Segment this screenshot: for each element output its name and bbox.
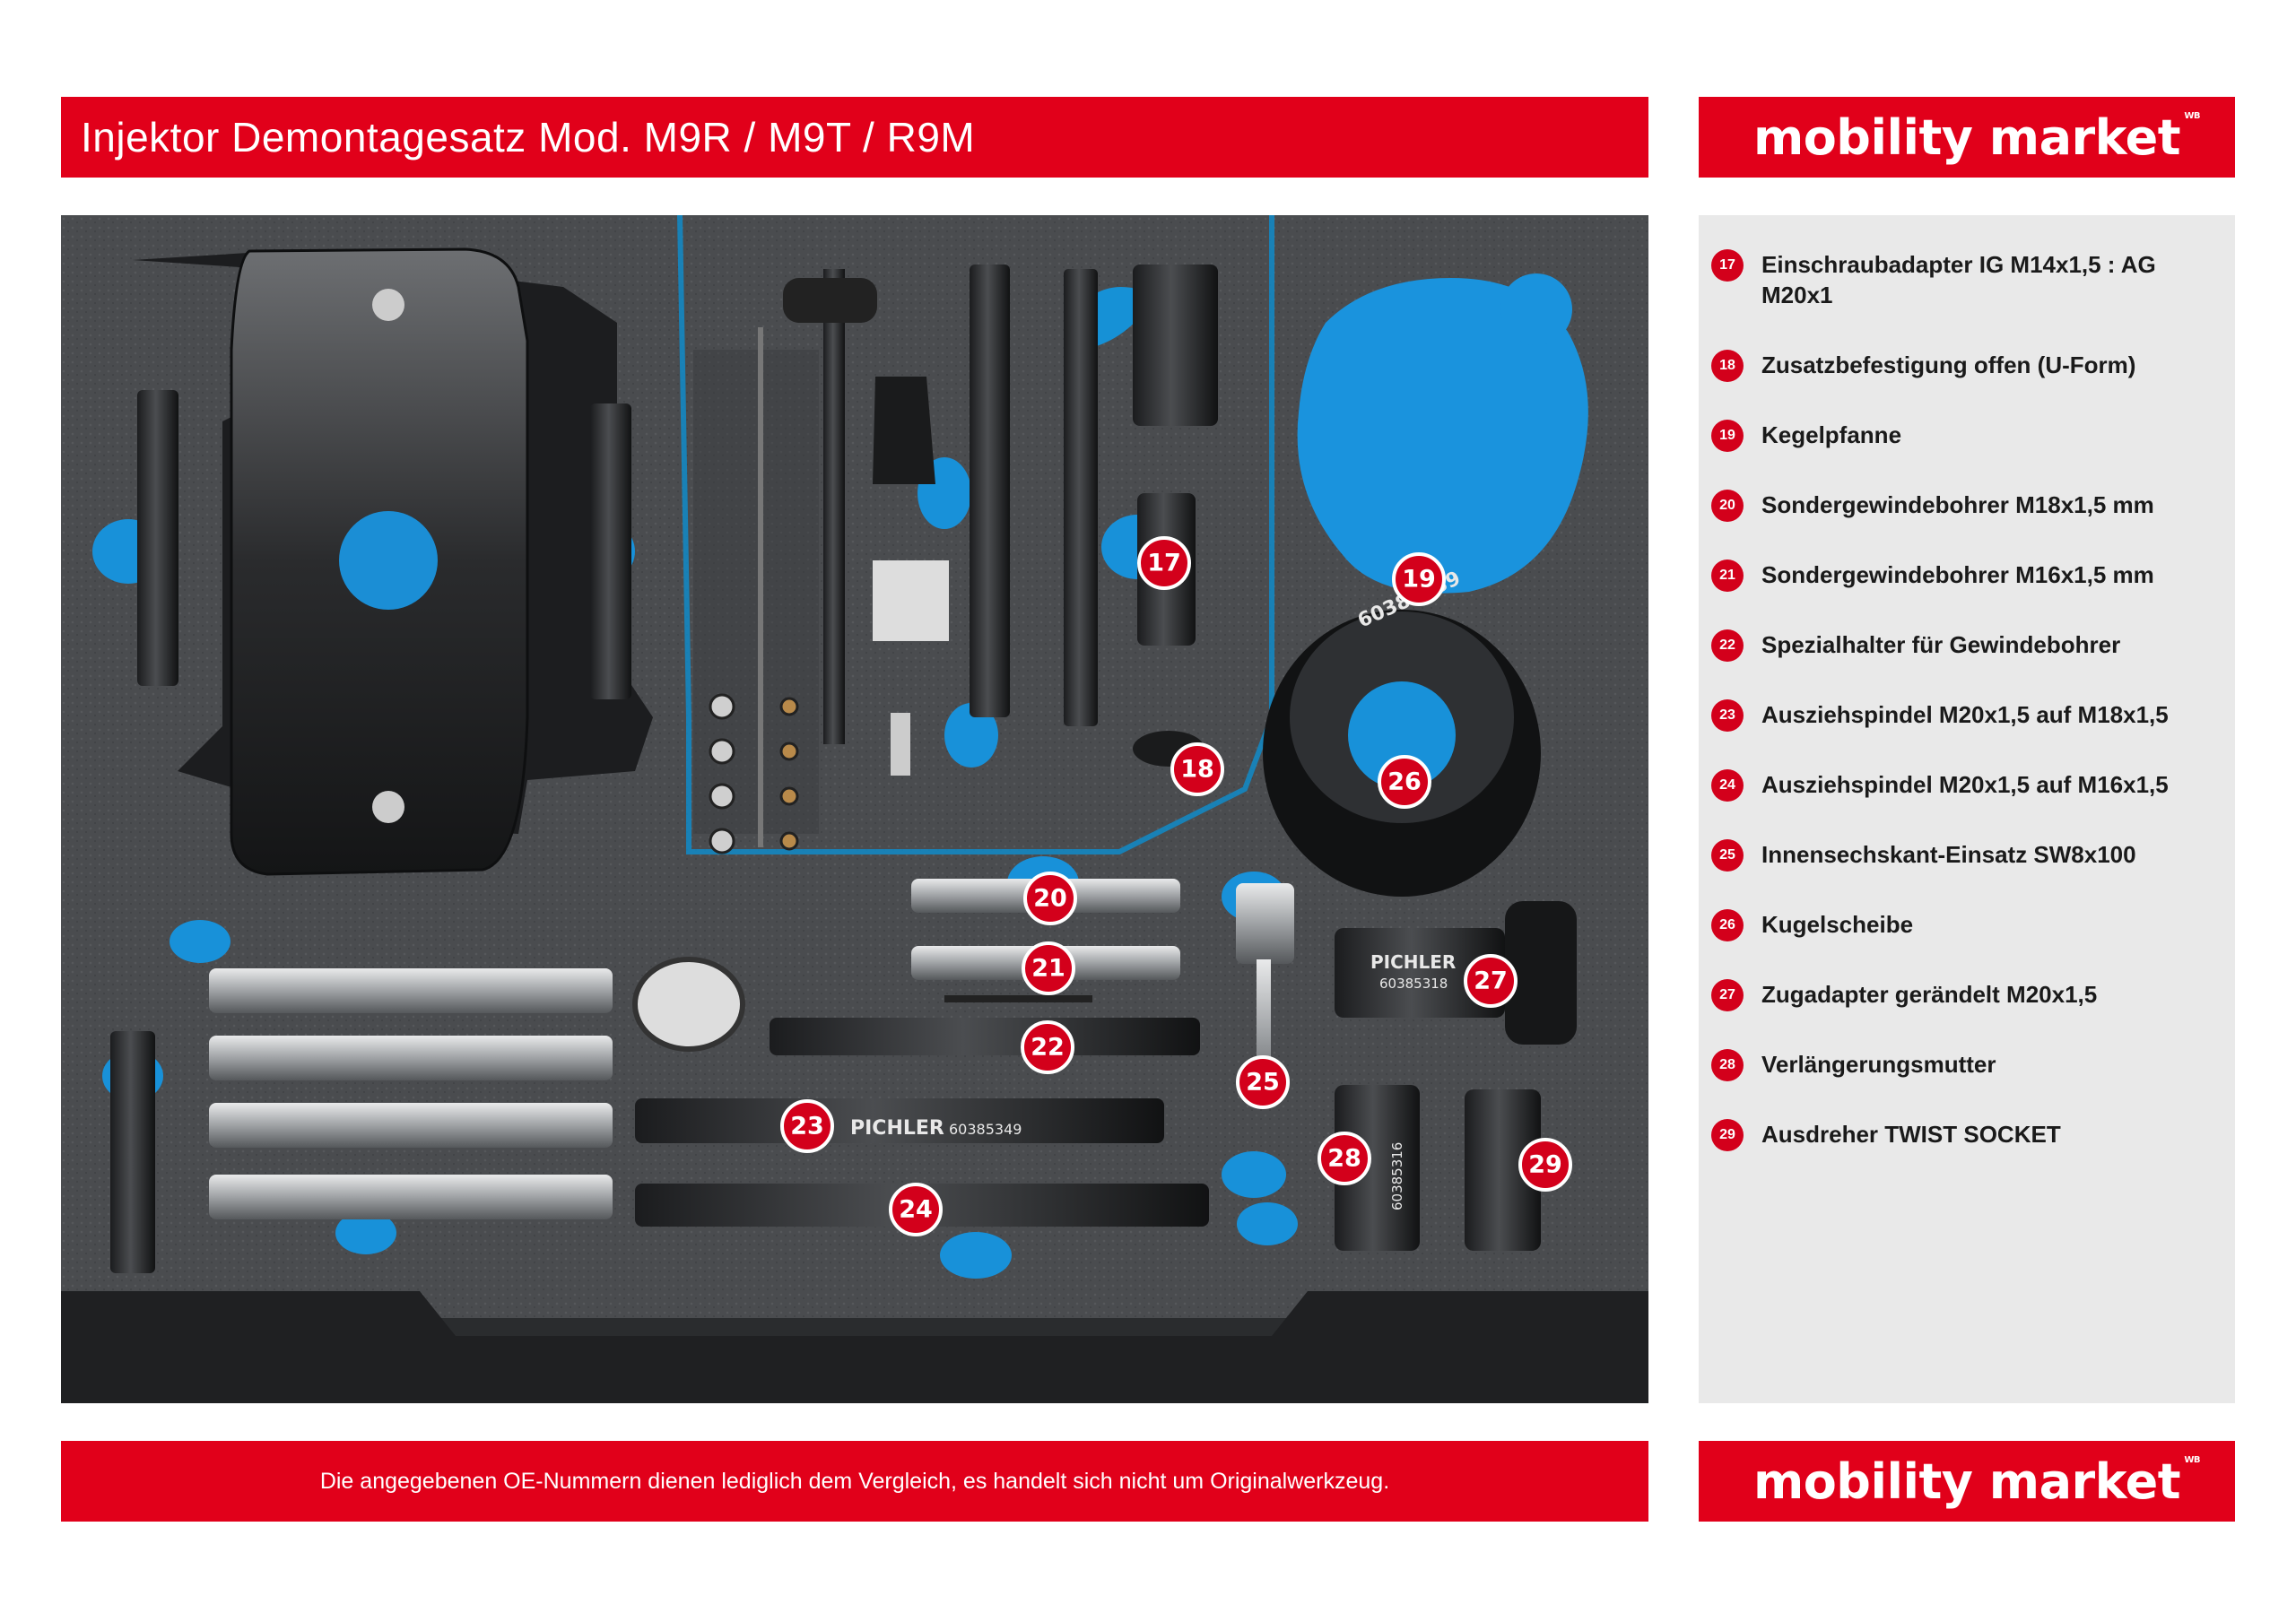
badge-29: 29: [1518, 1138, 1572, 1192]
legend-panel: 17 Einschraubadapter IG M14x1,5 : AG M20x…: [1699, 215, 2235, 1403]
brand-name: mobility market: [1752, 108, 2181, 166]
legend-item-29: 29 Ausdreher TWIST SOCKET: [1711, 1119, 2222, 1151]
engraving-brand-27: PICHLER: [1370, 951, 1456, 973]
legend-number: 19: [1711, 420, 1744, 452]
legend-text: Kugelscheibe: [1761, 911, 1914, 938]
legend-number: 23: [1711, 699, 1744, 732]
svg-text:22: 22: [1031, 1034, 1065, 1062]
badge-25: 25: [1236, 1055, 1290, 1109]
legend-text: Einschraubadapter IG M14x1,5 : AG M20x1: [1761, 251, 2156, 308]
badge-24: 24: [889, 1183, 943, 1236]
legend-text: Ausziehspindel M20x1,5 auf M18x1,5: [1761, 701, 2169, 728]
svg-text:20: 20: [1033, 885, 1067, 913]
legend-item-25: 25 Innensechskant-Einsatz SW8x100: [1711, 839, 2222, 872]
legend-number: 22: [1711, 629, 1744, 662]
engraving-brand-23: PICHLER: [850, 1117, 944, 1140]
legend-number: 21: [1711, 559, 1744, 592]
legend-item-26: 26 Kugelscheibe: [1711, 909, 2222, 941]
svg-text:29: 29: [1528, 1151, 1562, 1179]
badge-27: 27: [1464, 954, 1518, 1008]
legend-item-18: 18 Zusatzbefestigung offen (U-Form): [1711, 350, 2222, 382]
legend-item-19: 19 Kegelpfanne: [1711, 420, 2222, 452]
disclaimer-text: Die angegebenen OE-Nummern dienen ledigl…: [319, 1468, 1390, 1494]
svg-text:17: 17: [1147, 550, 1181, 577]
legend-number: 25: [1711, 839, 1744, 872]
svg-text:27: 27: [1474, 967, 1508, 995]
badge-18: 18: [1170, 742, 1224, 796]
footer-bar: Die angegebenen OE-Nummern dienen ledigl…: [61, 1441, 1648, 1522]
svg-text:24: 24: [899, 1196, 933, 1224]
legend-item-24: 24 Ausziehspindel M20x1,5 auf M16x1,5: [1711, 769, 2222, 802]
svg-text:19: 19: [1402, 566, 1436, 594]
legend-item-22: 22 Spezialhalter für Gewindebohrer: [1711, 629, 2222, 662]
badge-23: 23: [780, 1099, 834, 1153]
legend-text: Verlängerungsmutter: [1761, 1051, 1996, 1078]
svg-text:28: 28: [1327, 1145, 1361, 1173]
badge-28: 28: [1318, 1132, 1371, 1185]
brand-name: mobility market: [1752, 1453, 2181, 1510]
legend-item-23: 23 Ausziehspindel M20x1,5 auf M18x1,5: [1711, 699, 2222, 732]
badge-21: 21: [1022, 941, 1075, 995]
legend-text: Zugadapter gerändelt M20x1,5: [1761, 981, 2098, 1008]
legend-text: Ausdreher TWIST SOCKET: [1761, 1121, 2061, 1148]
tool-case-photo: 60385639 PICHLER 60385349 PICHLER 603853…: [61, 215, 1648, 1403]
legend-text: Kegelpfanne: [1761, 421, 1902, 448]
legend-number: 27: [1711, 979, 1744, 1011]
title-bar: Injektor Demontagesatz Mod. M9R / M9T / …: [61, 97, 1648, 178]
legend-item-28: 28 Verlängerungsmutter: [1711, 1049, 2222, 1081]
svg-text:18: 18: [1180, 756, 1214, 784]
engraving-28: 60385316: [1389, 1142, 1405, 1210]
legend-item-17: 17 Einschraubadapter IG M14x1,5 : AG M20x…: [1711, 249, 2222, 310]
tool-case-illustration: 60385639 PICHLER 60385349 PICHLER 603853…: [61, 215, 1648, 1403]
badge-20: 20: [1023, 872, 1077, 925]
brand-mark: WB: [2184, 1454, 2201, 1465]
legend-number: 24: [1711, 769, 1744, 802]
page-title: Injektor Demontagesatz Mod. M9R / M9T / …: [81, 114, 976, 160]
badge-19: 19: [1392, 552, 1446, 606]
legend-text: Spezialhalter für Gewindebohrer: [1761, 631, 2121, 658]
legend-item-27: 27 Zugadapter gerändelt M20x1,5: [1711, 979, 2222, 1011]
legend-number: 28: [1711, 1049, 1744, 1081]
legend-item-20: 20 Sondergewindebohrer M18x1,5 mm: [1711, 490, 2222, 522]
legend-text: Zusatzbefestigung offen (U-Form): [1761, 351, 2136, 378]
legend-text: Sondergewindebohrer M16x1,5 mm: [1761, 561, 2154, 588]
svg-text:21: 21: [1031, 955, 1065, 983]
svg-text:26: 26: [1387, 768, 1422, 796]
legend-text: Innensechskant-Einsatz SW8x100: [1761, 841, 2136, 868]
engraving-27: 60385318: [1379, 976, 1448, 992]
legend-text: Sondergewindebohrer M18x1,5 mm: [1761, 491, 2154, 518]
badge-26: 26: [1378, 755, 1431, 809]
engraving-23: 60385349: [949, 1121, 1022, 1138]
legend-item-21: 21 Sondergewindebohrer M16x1,5 mm: [1711, 559, 2222, 592]
legend-text: Ausziehspindel M20x1,5 auf M16x1,5: [1761, 771, 2169, 798]
badge-22: 22: [1021, 1020, 1074, 1074]
svg-text:25: 25: [1246, 1069, 1280, 1097]
svg-text:23: 23: [790, 1113, 824, 1141]
legend-number: 26: [1711, 909, 1744, 941]
legend-number: 29: [1711, 1119, 1744, 1151]
brand-mark: WB: [2184, 110, 2201, 121]
badge-17: 17: [1137, 536, 1191, 590]
legend-number: 17: [1711, 249, 1744, 282]
legend-number: 20: [1711, 490, 1744, 522]
legend-number: 18: [1711, 350, 1744, 382]
